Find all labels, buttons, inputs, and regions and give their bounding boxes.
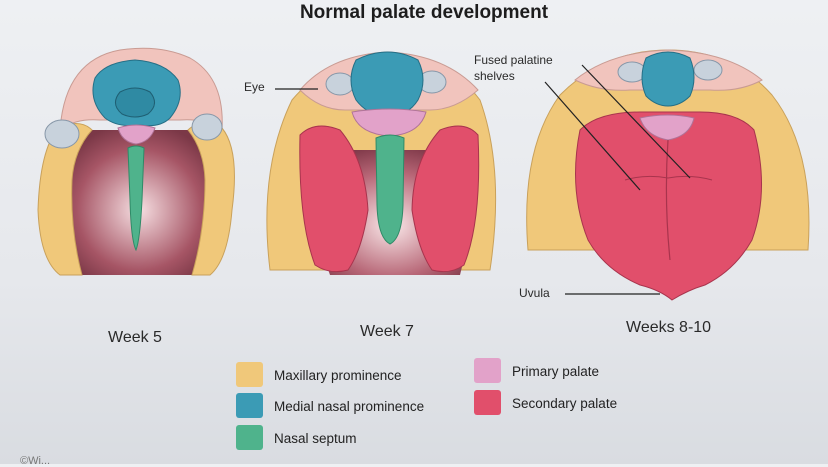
legend-label-nasal-septum: Nasal septum (274, 431, 357, 446)
legend-label-medial-nasal: Medial nasal prominence (274, 399, 425, 414)
fused-leader-line-2 (581, 64, 691, 179)
legend-label-primary-palate: Primary palate (512, 364, 600, 379)
week7-drawing (266, 51, 497, 275)
week8-raphe (665, 139, 671, 261)
week8-medial-nasal (641, 51, 695, 107)
week7-secondary-left (299, 125, 369, 273)
stage-week-5: Week 5 (108, 329, 162, 346)
week5-maxillary-right (187, 123, 235, 276)
week5-septum (127, 145, 145, 252)
week5-nasal-pit (115, 87, 155, 118)
legend-label-secondary-palate: Secondary palate (512, 396, 618, 411)
fused-leader-line-1 (544, 81, 641, 191)
eye-label: Eye (244, 80, 265, 94)
week8-secondary-palate (575, 111, 763, 301)
swatch-primary-palate (474, 358, 501, 383)
week5-eye-left (44, 119, 80, 149)
week7-eye-left (325, 72, 355, 96)
swatch-maxillary (236, 362, 263, 387)
legend-label-maxillary: Maxillary prominence (274, 368, 402, 383)
week8-eye-right (693, 59, 723, 81)
week5-primary-palate (117, 124, 156, 145)
stage-weeks-8-10: Weeks 8-10 (626, 319, 712, 336)
week5-eye-right (191, 113, 223, 141)
swatch-nasal-septum (236, 425, 263, 450)
week5-drawing (37, 47, 235, 276)
stage-week-7: Week 7 (360, 323, 414, 340)
week7-primary-palate (351, 108, 427, 137)
swatch-secondary-palate (474, 390, 501, 415)
week7-medial-nasal (350, 51, 424, 117)
week5-maxillary-left (37, 123, 93, 276)
week7-secondary-right (411, 125, 480, 273)
week8-primary-palate (639, 114, 695, 141)
swatch-medial-nasal (236, 393, 263, 418)
footer-credit: ©Wi... (20, 455, 51, 467)
fused-palatine-shelves-label: Fused palatine shelves (474, 53, 553, 83)
uvula-label: Uvula (519, 286, 550, 300)
diagram-title: Normal palate development (299, 2, 549, 23)
week8-drawing (526, 49, 810, 301)
week8-rugae (624, 175, 713, 181)
week7-septum (375, 134, 405, 245)
